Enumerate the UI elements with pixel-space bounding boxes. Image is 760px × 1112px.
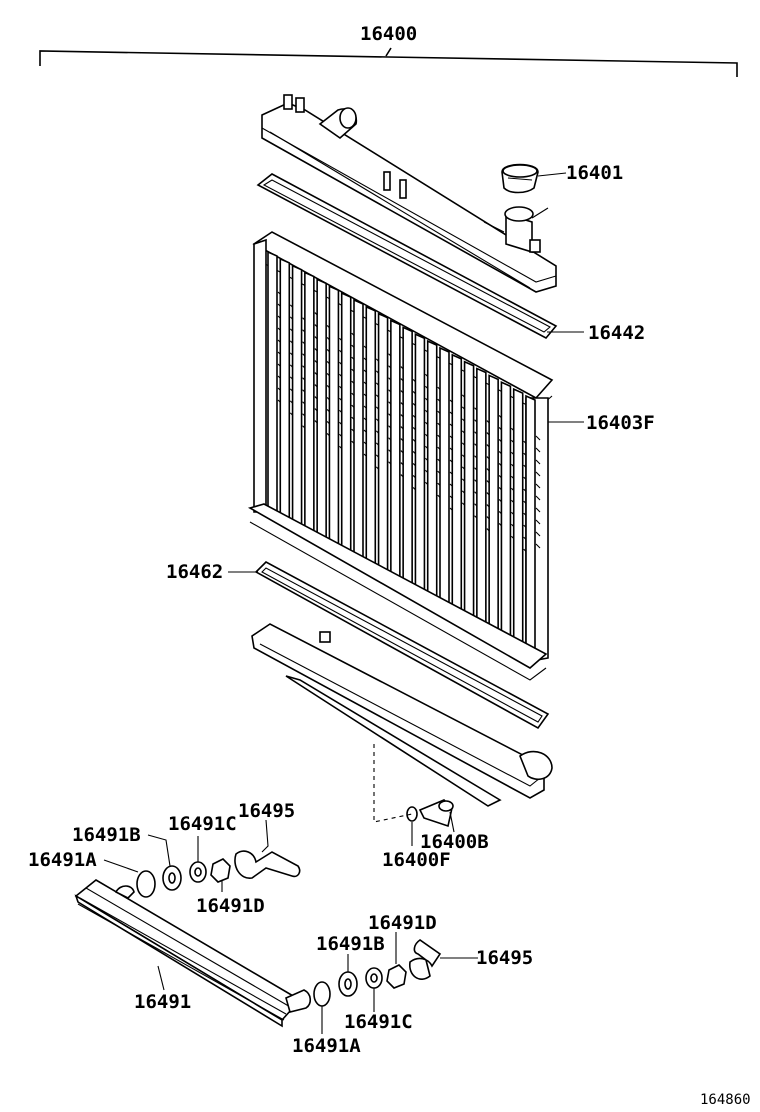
core-fin	[535, 459, 541, 465]
core-tube	[414, 333, 426, 602]
lower-gasket-part	[254, 561, 550, 730]
drain-plug-part	[406, 799, 454, 828]
assembly-bracket	[39, 47, 738, 77]
core-tube	[512, 387, 524, 657]
core-tube	[439, 346, 450, 616]
core-tube	[279, 257, 291, 527]
core-fin	[535, 447, 541, 453]
upper-gasket-part	[256, 173, 558, 340]
core-tube	[525, 394, 536, 664]
core-fin	[535, 495, 541, 501]
label-cooler-gasket-b-lower: 16491B	[316, 933, 385, 955]
radiator-core-part	[247, 231, 554, 681]
core-tube	[426, 339, 438, 609]
label-cooler: 16491	[134, 991, 191, 1013]
core-tube	[267, 250, 278, 520]
leader-lines	[103, 172, 584, 1034]
core-tube	[451, 353, 463, 623]
label-cooler-nut-d-upper: 16491D	[196, 895, 265, 917]
label-cooler-gasket-b-upper: 16491B	[72, 824, 141, 846]
label-cooler-oring-a-lower: 16491A	[292, 1035, 361, 1057]
label-drain-oring: 16400F	[382, 849, 451, 871]
upper-tank	[261, 94, 557, 293]
label-assembly: 16400	[360, 23, 417, 45]
label-cap: 16401	[566, 162, 623, 184]
label-cooler-oring-a-upper: 16491A	[28, 849, 97, 871]
core-tube	[390, 319, 401, 588]
label-cooler-cone-c-upper: 16491C	[168, 813, 237, 835]
core-tube	[304, 271, 315, 540]
core-tube	[476, 367, 487, 636]
core-tube	[291, 264, 303, 533]
oil-cooler-part	[74, 879, 312, 1028]
core-tube	[402, 326, 413, 595]
core-fin	[535, 483, 541, 489]
core-fin	[535, 507, 541, 513]
core-tube	[377, 312, 389, 581]
label-core: 16403F	[586, 412, 655, 434]
label-cooler-nut-d-lower: 16491D	[368, 912, 437, 934]
label-upper-gasket: 16442	[588, 322, 645, 344]
core-fin	[535, 471, 541, 477]
label-lower-gasket: 16462	[166, 561, 223, 583]
label-drain-plug: 16400B	[420, 831, 489, 853]
core-tube	[316, 278, 327, 547]
core-tube	[463, 360, 475, 629]
core-tube	[340, 291, 352, 561]
core-tube	[488, 374, 499, 643]
core-fin	[535, 543, 541, 549]
core-fin	[535, 435, 541, 441]
core-fin	[535, 531, 541, 537]
lower-tank	[251, 623, 553, 807]
core-tube	[500, 381, 512, 650]
part-labels: 16400 16401 16442 16403F 16462 16400B 16…	[28, 23, 751, 1108]
cooler-upper-fittings	[136, 850, 301, 898]
core-tube	[328, 285, 340, 554]
cooler-lower-fittings	[313, 939, 442, 1007]
core-tube	[353, 298, 364, 568]
label-ref-number: 164860	[700, 1092, 751, 1108]
radiator-cap-part	[501, 163, 539, 194]
label-cooler-cone-c-lower: 16491C	[344, 1011, 413, 1033]
label-cooler-pipe-upper: 16495	[238, 800, 295, 822]
core-fin	[535, 519, 541, 525]
core-tube	[365, 305, 377, 575]
label-cooler-pipe-lower: 16495	[476, 947, 533, 969]
